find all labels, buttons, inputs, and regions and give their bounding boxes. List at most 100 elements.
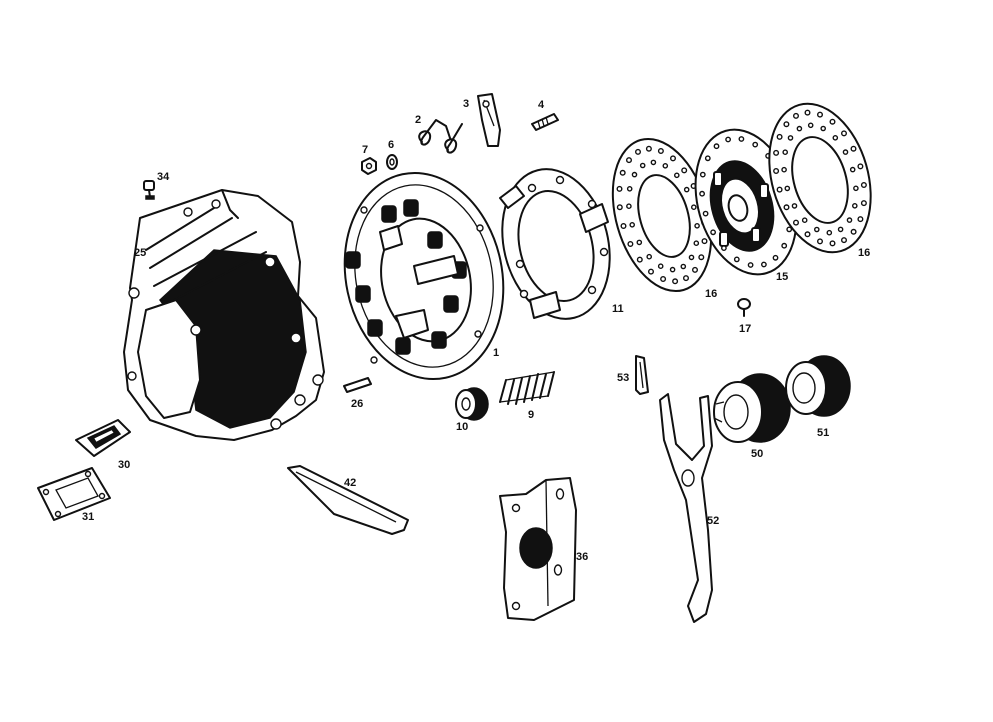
rivet-hole [817,238,824,245]
label-26: 26 [351,398,363,410]
rivet-hole [626,203,632,209]
part-2-springs [418,119,463,154]
part-34-bolt [143,180,155,200]
part-16-lining-right [768,102,872,254]
rivet-hole [662,162,669,169]
rivet-hole [850,228,857,235]
rivet-hole [783,121,790,128]
rivet-hole [733,256,740,263]
part-17-rivet [737,298,751,317]
part-26-pin [343,377,372,393]
part-25-clutch-housing [123,189,325,441]
part-6-washer [386,154,398,170]
label-11: 11 [612,303,624,315]
rivet-hole [781,242,788,249]
rivet-hole [636,256,643,263]
label-15: 15 [776,271,788,283]
rivet-hole [850,145,857,152]
rivet-hole [701,238,708,245]
label-6: 6 [388,139,394,151]
rivet-hole [713,143,720,150]
label-51: 51 [817,427,829,439]
rivet-hole [688,254,695,261]
label-16-right: 16 [858,247,870,259]
rivet-hole [786,226,793,233]
rivet-hole [849,166,856,173]
rivet-hole [691,204,697,210]
rivet-hole [680,263,687,270]
rivet-hole [841,130,848,137]
rivet-hole [650,159,657,166]
rivet-hole [807,122,814,129]
rivet-hole [702,210,709,217]
rivet-hole [681,167,688,174]
rivet-hole [841,237,848,244]
rivet-hole [776,186,783,193]
part-30-gasket-frame [75,419,131,457]
part-50-release-bearing [713,373,791,443]
rivet-hole [826,229,833,236]
label-17: 17 [739,323,751,335]
part-labels: 34 25 30 31 42 26 7 6 2 3 4 1 10 9 11 36… [82,98,870,563]
rivet-hole [796,125,803,132]
label-10: 10 [456,421,468,433]
rivet-hole [853,185,859,192]
part-36-bracket [499,477,577,621]
part-3-clip [477,93,501,147]
rivet-hole [631,171,638,178]
label-42: 42 [344,477,356,489]
rivet-hole [787,135,794,141]
label-9: 9 [528,409,534,421]
part-7-nut [361,157,377,175]
rivet-hole [772,254,779,261]
rivet-hole [860,181,867,188]
part-9-spring [499,371,555,405]
rivet-hole [693,240,700,246]
rivet-hole [832,134,839,141]
rivet-hole [738,136,745,142]
rivet-hole [761,261,767,268]
rivet-hole [793,112,800,119]
label-53: 53 [617,372,629,384]
label-52: 52 [707,515,719,527]
label-2: 2 [415,114,421,126]
rivet-hole [846,217,853,223]
rivet-hole [698,254,705,261]
rivet-hole [817,111,824,118]
rivet-hole [752,141,759,148]
rivet-hole [776,133,783,140]
rivet-hole [704,155,711,162]
part-16-lining-left [611,137,713,293]
rivet-hole [620,222,627,229]
rivet-hole [657,147,664,154]
rivet-hole [674,172,680,179]
rivet-hole [627,240,634,247]
rivet-hole [857,216,864,223]
part-4-threaded-pin [531,113,559,131]
rivet-hole [852,202,858,209]
rivet-hole [791,203,798,209]
label-30: 30 [118,459,130,471]
rivet-hole [619,169,626,176]
rivet-hole [694,222,700,229]
rivet-hole [747,262,754,268]
rivet-hole [829,240,836,247]
rivet-hole [683,275,690,282]
rivet-hole [773,149,780,156]
part-42-cover-plate [287,465,409,535]
rivet-hole [699,171,706,178]
rivet-hole [725,136,731,143]
rivet-hole [699,190,705,197]
rivet-hole [660,276,667,283]
rivet-hole [804,109,811,116]
part-53-ring [635,355,649,395]
part-11-release-cover [499,168,611,320]
rivet-hole [635,148,642,155]
rivet-hole [670,155,677,162]
rivet-hole [781,166,787,173]
part-10-bush [455,387,489,421]
rivet-hole [648,268,655,275]
part-31-flat-gasket [37,467,111,521]
rivet-hole [842,149,849,155]
